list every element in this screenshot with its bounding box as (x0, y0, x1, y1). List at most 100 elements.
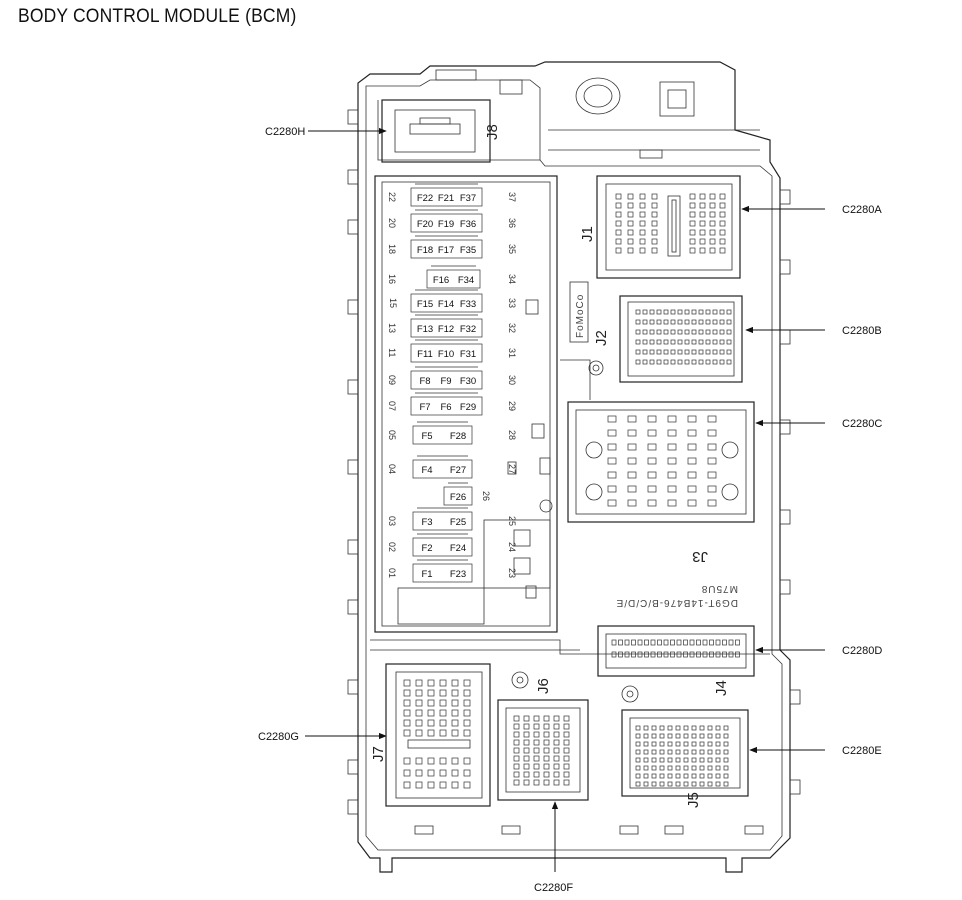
connector-pin (649, 359, 655, 365)
connector-pin (543, 771, 550, 778)
connector-pin (627, 247, 634, 254)
connector-pin (415, 729, 423, 737)
connector-pin (643, 741, 649, 747)
connector-pin (627, 220, 634, 227)
connector-pin (627, 211, 634, 218)
connector-pin (533, 723, 540, 730)
bcm-housing (347, 61, 801, 873)
fuse-row-right-number: 34 (507, 274, 517, 284)
connector-pin (698, 359, 704, 365)
connector-pin (643, 749, 649, 755)
connector-pin (712, 359, 718, 365)
fuse-label: F32 (460, 324, 476, 335)
connector-pin (618, 639, 623, 646)
connector-pin (687, 415, 697, 423)
connector-pin (403, 757, 411, 765)
connector-pin (513, 763, 520, 770)
fuse-label: F21 (438, 193, 454, 204)
connector-pin (543, 755, 550, 762)
connector-pin (563, 779, 570, 786)
fuse-label: F20 (417, 219, 433, 230)
connector-pin (463, 689, 471, 697)
connector-pin (699, 733, 705, 739)
label-c2280e: C2280E (842, 745, 882, 757)
connector-pin (702, 651, 708, 658)
connector-pin (707, 499, 717, 507)
connector-pin (707, 773, 713, 779)
callout-c2280h: C2280H (265, 126, 387, 138)
connector-pin (642, 359, 648, 365)
connector-pin (709, 651, 714, 658)
callout-c2280d: C2280D (755, 645, 882, 657)
connector-pin (439, 769, 447, 777)
connector-pin (639, 247, 646, 254)
connector-pin (699, 773, 705, 779)
label-c2280f: C2280F (534, 882, 573, 894)
connector-pin (513, 715, 520, 722)
connector-pin (689, 247, 696, 254)
connector-pin (670, 329, 676, 335)
connector-pin (607, 429, 617, 437)
fuse-row-right-number: 28 (507, 430, 517, 440)
connector-pin (553, 779, 560, 786)
connector-pin (715, 639, 721, 646)
connector-pin (683, 781, 689, 787)
fuse-holder (410, 293, 483, 313)
connector-pin (439, 679, 447, 687)
junction-label-j8: J8 (484, 124, 501, 140)
connector-pin (712, 329, 718, 335)
connector-pin (563, 739, 570, 746)
connector-pin (699, 725, 705, 731)
fuse-row-right-number: 25 (507, 516, 517, 526)
connector-pin (677, 349, 683, 355)
connector-pin (451, 689, 459, 697)
callout-c2280c: C2280C (755, 418, 882, 430)
connector-pin (715, 733, 721, 739)
connector-pin (677, 309, 683, 315)
connector-pin (667, 443, 677, 451)
connector-pin (723, 757, 729, 763)
connector-pin (513, 747, 520, 754)
connector-pin (637, 639, 643, 646)
connector-pin (651, 765, 657, 771)
connector-pin (670, 349, 676, 355)
connector-pin (677, 339, 683, 345)
connector-pin (533, 779, 540, 786)
connector-pin (563, 763, 570, 770)
fuse-row-left-number: 01 (387, 568, 397, 578)
connector-pin (670, 359, 676, 365)
connector-pin (719, 238, 726, 245)
connector-pin (698, 319, 704, 325)
connector-pin (663, 639, 669, 646)
right-clips (779, 189, 801, 795)
fuse-label: F34 (458, 275, 474, 286)
connector-pin (712, 339, 718, 345)
fuse-row-right-number: 35 (507, 244, 517, 254)
fuse-row-left-number: 04 (387, 464, 397, 474)
connector-pin (607, 471, 617, 479)
callout-c2280a: C2280A (741, 204, 882, 216)
label-c2280g: C2280G (258, 731, 299, 743)
connector-pin (699, 220, 706, 227)
fuse-row-right-number: 36 (507, 218, 517, 228)
connector-pin (676, 651, 682, 658)
connector-pin (543, 779, 550, 786)
connector-pin (553, 715, 560, 722)
connector-pin (689, 229, 696, 236)
fuse-row-left-number: 11 (387, 348, 397, 357)
connector-pin (667, 471, 677, 479)
connector-pin (635, 339, 641, 345)
fuse-label: F31 (460, 349, 476, 360)
connector-pin (618, 651, 623, 658)
connector-pin (723, 773, 729, 779)
connector-pin (563, 715, 570, 722)
connector-pin (699, 781, 705, 787)
connector-pin (615, 220, 622, 227)
connector-pin (659, 733, 665, 739)
connector-pin (667, 757, 673, 763)
connector-pin (667, 749, 673, 755)
